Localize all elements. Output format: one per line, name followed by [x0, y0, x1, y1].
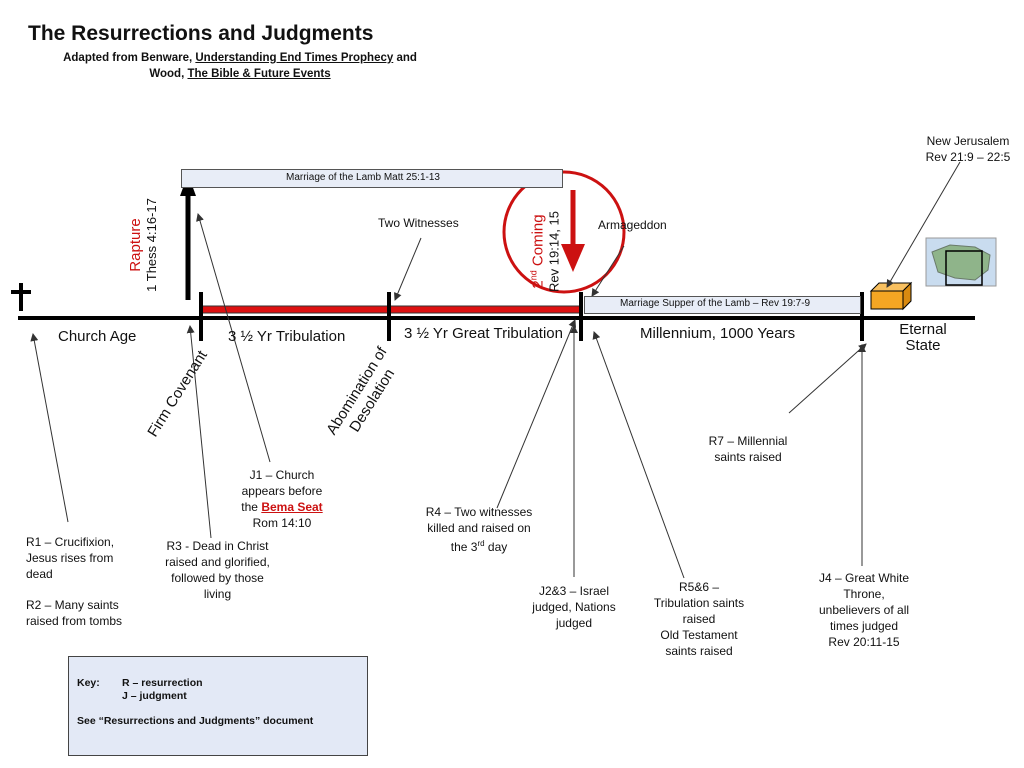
two-witnesses-label: Two Witnesses — [378, 216, 459, 230]
note-j4-line3: Rev 20:11-15 — [828, 635, 900, 649]
pointer-lines — [30, 161, 961, 579]
second-coming-sup: nd — [528, 270, 539, 281]
note-j4: J4 – Great White Throne, unbelievers of … — [806, 570, 922, 650]
new-jerusalem-title: New Jerusalem — [926, 134, 1010, 148]
note-r2: R2 – Many saints raised from tombs — [26, 598, 123, 628]
note-r56-line1: R5&6 – — [678, 580, 720, 594]
second-coming-arrow — [561, 190, 585, 272]
note-r4-text: R4 – Two witnesses killed and raised on … — [425, 505, 533, 554]
key-see: See “Resurrections and Judgments” docume… — [77, 715, 314, 727]
note-j4-line2: unbelievers of all times judged — [818, 603, 910, 633]
armageddon-label: Armageddon — [598, 218, 667, 232]
note-j1: J1 – Church appears before the Bema Seat… — [232, 467, 332, 531]
marriage-supper-bar: Marriage Supper of the Lamb – Rev 19:7-9 — [584, 296, 861, 314]
note-r56-line2: Tribulation saints raised — [653, 596, 745, 626]
marriage-supper-label: Marriage Supper of the Lamb – Rev 19:7-9 — [620, 298, 811, 309]
key-box: Key: R – resurrection J – judgment See “… — [68, 656, 368, 756]
second-coming-circle — [502, 170, 626, 294]
note-j1-ref: Rom 14:10 — [252, 516, 312, 530]
page-title: The Resurrections and Judgments — [28, 22, 374, 45]
subtitle-book-2: The Bible & Future Events — [187, 68, 331, 80]
usa-map-icon — [925, 237, 997, 287]
new-jerusalem-box-icon — [869, 281, 913, 311]
rapture-label: Rapture — [127, 218, 144, 272]
note-r4-sup: rd — [477, 539, 485, 548]
tribulation-label: 3 ½ Yr Tribulation — [228, 328, 346, 345]
note-r4: R4 – Two witnesses killed and raised on … — [424, 504, 534, 555]
new-jerusalem-label: New Jerusalem Rev 21:9 – 22:5 — [914, 133, 1022, 165]
key-label: Key: — [77, 677, 100, 689]
key-j: J – judgment — [122, 690, 187, 702]
marriage-of-lamb-bar: Marriage of the Lamb Matt 25:1-13 — [181, 169, 563, 188]
second-coming-ref: Rev 19:14, 15 — [546, 211, 562, 292]
second-coming-num: 2 — [529, 280, 547, 289]
bema-seat-label: Bema Seat — [261, 500, 323, 514]
new-jerusalem-ref: Rev 21:9 – 22:5 — [925, 150, 1011, 164]
eternal-state-label: Eternal State — [899, 321, 947, 354]
note-r7: R7 – Millennial saints raised — [708, 434, 788, 464]
cross-icon — [11, 283, 31, 311]
note-j1-text: J1 – Church appears before the — [241, 468, 323, 514]
rapture-arrow — [180, 174, 196, 300]
note-r1: R1 – Crucifixion, Jesus rises from dead — [26, 535, 115, 581]
note-r56: R5&6 – Tribulation saints raised Old Tes… — [644, 579, 754, 659]
subtitle-book-1: Understanding End Times Prophecy — [195, 52, 394, 64]
second-coming-word: Coming — [529, 214, 547, 271]
key-r: R – resurrection — [122, 677, 203, 689]
great-tribulation-label: 3 ½ Yr Great Tribulation — [404, 325, 563, 342]
subtitle-prefix-1: Adapted from Benware, — [63, 52, 196, 64]
note-j23: J2&3 – Israel judged, Nations judged — [532, 584, 616, 630]
rapture-label-group: Rapture 1 Thess 4:16-17 — [127, 185, 160, 305]
millennium-label: Millennium, 1000 Years — [640, 325, 796, 342]
church-age-label: Church Age — [58, 328, 137, 345]
second-coming-label: 2nd Coming — [526, 192, 547, 312]
note-r4-post: day — [484, 540, 508, 554]
note-r3: R3 - Dead in Christ raised and glorified… — [165, 539, 270, 601]
second-coming-label-group: 2nd Coming Rev 19:14, 15 — [526, 192, 563, 312]
subtitle: Adapted from Benware, Understanding End … — [30, 50, 450, 82]
subtitle-suffix-1: and — [393, 52, 417, 64]
marriage-of-lamb-label: Marriage of the Lamb Matt 25:1-13 — [286, 172, 440, 183]
subtitle-prefix-2: Wood, — [149, 68, 188, 80]
note-j4-line1: J4 – Great White Throne, — [818, 571, 910, 601]
note-r56-line3: Old Testament saints raised — [660, 628, 738, 658]
rapture-ref: 1 Thess 4:16-17 — [144, 198, 159, 292]
